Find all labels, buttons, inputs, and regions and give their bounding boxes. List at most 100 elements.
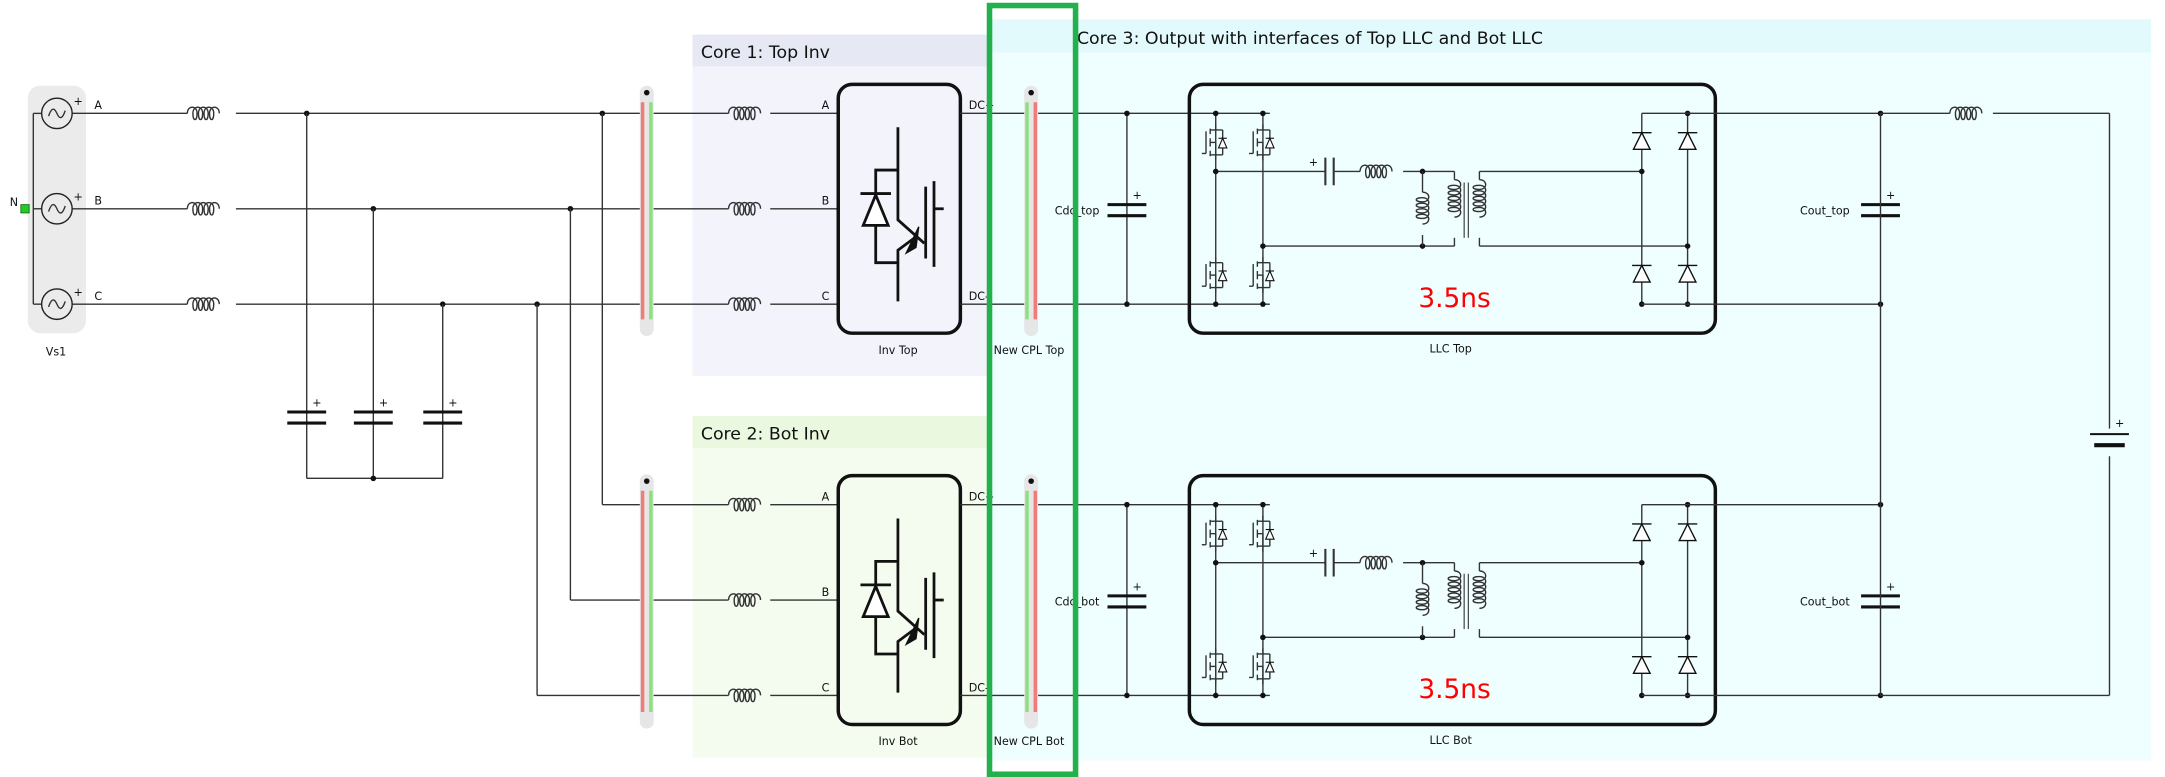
diode-icon bbox=[1632, 522, 1652, 542]
phase-label-b: B bbox=[94, 195, 102, 208]
plus-sign: + bbox=[1886, 189, 1895, 202]
body-diode-icon bbox=[1264, 528, 1275, 540]
phase-label-c: C bbox=[94, 290, 102, 303]
inductor-icon bbox=[186, 297, 220, 312]
inductor-icon bbox=[727, 688, 762, 703]
cpl-highlight-box bbox=[986, 2, 1079, 777]
inductor-icon bbox=[1949, 106, 1983, 121]
inv-top-dc-minus: DC- bbox=[969, 290, 989, 303]
inductor-icon bbox=[727, 593, 762, 607]
core2-title: Core 2: Bot Inv bbox=[701, 425, 830, 445]
core1-title-bar bbox=[692, 34, 989, 67]
junction-dot bbox=[1684, 243, 1691, 249]
inv-bot-port-a: A bbox=[822, 491, 830, 504]
junction-dot bbox=[1124, 301, 1130, 307]
plus-sign: + bbox=[312, 396, 321, 409]
inductor-icon bbox=[186, 201, 220, 216]
junction-dot bbox=[1124, 110, 1130, 117]
inv-bot-label: Inv Bot bbox=[878, 735, 918, 748]
inductor-icon bbox=[727, 297, 762, 312]
llc-top-label: LLC Top bbox=[1429, 343, 1471, 356]
cpl-bot-label: New CPL Bot bbox=[994, 735, 1065, 748]
cpl-node-dot bbox=[643, 478, 650, 484]
core3-title-bar bbox=[988, 19, 2152, 53]
ac-source-icon[interactable] bbox=[40, 288, 73, 321]
body-diode-icon bbox=[1217, 269, 1228, 282]
junction-dot bbox=[1124, 501, 1130, 508]
junction-dot bbox=[1212, 301, 1219, 307]
plus-sign: + bbox=[1132, 580, 1141, 593]
sine-icon bbox=[47, 203, 66, 214]
plus-sign: + bbox=[2115, 417, 2124, 430]
sine-icon bbox=[47, 108, 66, 119]
inv-bot-port-b: B bbox=[822, 586, 830, 599]
inductor-icon bbox=[727, 201, 762, 216]
junction-dot bbox=[1260, 634, 1266, 641]
diode-icon bbox=[861, 191, 891, 227]
core3-region bbox=[988, 19, 2152, 761]
body-diode-icon bbox=[1217, 528, 1228, 540]
ac-source-icon[interactable] bbox=[40, 192, 73, 225]
plus-sign: + bbox=[74, 286, 83, 299]
junction-dot bbox=[370, 475, 377, 482]
junction-dot bbox=[1260, 501, 1266, 508]
source-label: Vs1 bbox=[46, 345, 66, 358]
llc-top-block[interactable] bbox=[1187, 82, 1718, 335]
junction-dot bbox=[1260, 692, 1266, 699]
diode-icon bbox=[1678, 263, 1698, 283]
plus-sign: + bbox=[74, 95, 83, 108]
ac-source-icon[interactable] bbox=[40, 97, 73, 130]
battery-gap bbox=[2087, 428, 2132, 457]
junction-dot bbox=[1639, 559, 1645, 566]
inductor-icon bbox=[727, 106, 762, 121]
inductor-icon bbox=[1359, 555, 1393, 570]
diode-icon bbox=[1632, 131, 1652, 151]
junction-dot bbox=[1212, 559, 1219, 566]
llc-bot-label: LLC Bot bbox=[1429, 734, 1472, 747]
cpl-top-label: New CPL Top bbox=[994, 344, 1065, 357]
plus-sign: + bbox=[1886, 580, 1895, 593]
junction-dot bbox=[1212, 168, 1219, 175]
diode-icon bbox=[1678, 522, 1698, 542]
core3-title: Core 3: Output with interfaces of Top LL… bbox=[1077, 29, 1543, 49]
igbt-arrow-icon bbox=[904, 617, 920, 646]
plus-sign: + bbox=[448, 396, 457, 409]
inv-bot-port-c: C bbox=[822, 681, 830, 694]
cout-bot-label: Cout_bot bbox=[1800, 596, 1850, 609]
cout-top-label: Cout_top bbox=[1800, 204, 1850, 217]
inductor-icon bbox=[727, 497, 762, 512]
junction-dot bbox=[1639, 168, 1645, 175]
junction-dot bbox=[1212, 501, 1219, 508]
diode-icon bbox=[861, 582, 891, 619]
igbt-arrow-icon bbox=[904, 226, 920, 255]
junction-dot bbox=[1260, 243, 1266, 249]
plus-sign: + bbox=[1132, 189, 1141, 202]
plus-sign: + bbox=[379, 396, 388, 409]
phase-label-a: A bbox=[94, 99, 102, 112]
plus-sign: + bbox=[74, 190, 83, 203]
cpl-node-dot bbox=[1028, 478, 1034, 484]
diode-icon bbox=[1632, 263, 1652, 283]
body-diode-icon bbox=[1217, 660, 1228, 673]
diode-icon bbox=[1632, 655, 1652, 674]
diode-icon bbox=[1678, 131, 1698, 151]
sine-icon bbox=[47, 299, 66, 310]
body-diode-icon bbox=[1217, 136, 1228, 149]
plus-sign: + bbox=[1309, 547, 1318, 560]
inductor-icon bbox=[186, 106, 220, 121]
diode-icon bbox=[1678, 655, 1698, 674]
inductor-icon bbox=[1415, 191, 1430, 225]
neutral-node[interactable] bbox=[20, 204, 30, 214]
junction-dot bbox=[1260, 301, 1266, 307]
inv-bot-dc-minus: DC- bbox=[969, 681, 989, 694]
inv-top-port-c: C bbox=[822, 290, 830, 303]
llc-bot-delay: 3.5ns bbox=[1418, 675, 1490, 705]
inductor-icon bbox=[1447, 179, 1462, 218]
neutral-label: N bbox=[10, 196, 18, 209]
inductor-icon bbox=[1359, 164, 1393, 179]
core1-title: Core 1: Top Inv bbox=[701, 43, 830, 63]
inv-top-port-a: A bbox=[822, 99, 830, 112]
llc-bot-block[interactable] bbox=[1187, 473, 1718, 727]
inv-top-label: Inv Top bbox=[878, 344, 917, 357]
